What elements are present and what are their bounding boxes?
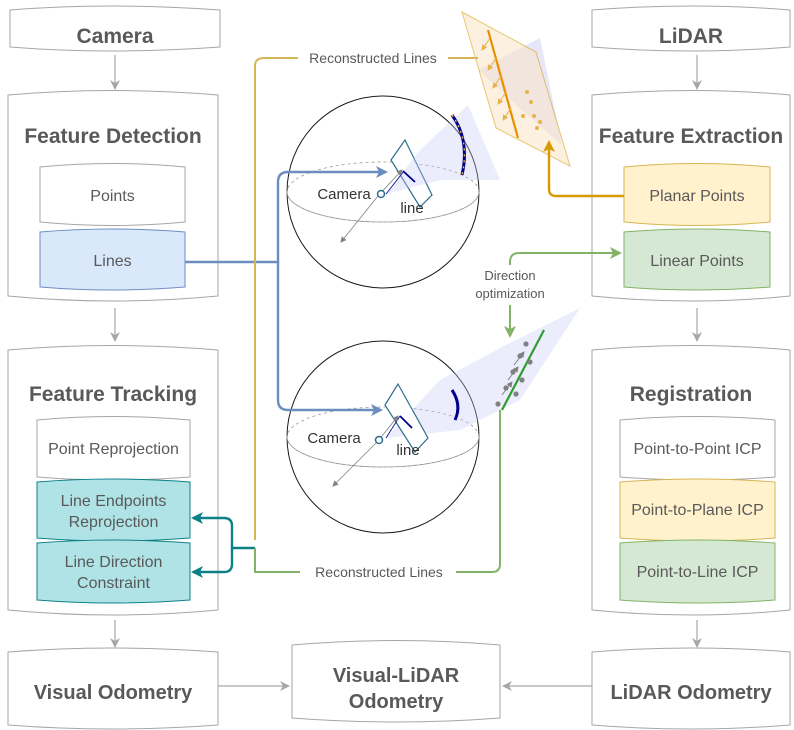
- feature-tracking-title: Feature Tracking: [28, 383, 198, 406]
- camera-label-top: Camera: [317, 185, 371, 203]
- top-projection-plane: [340, 105, 500, 243]
- linear-points-label: Linear Points: [650, 252, 744, 270]
- top-camera-center: [376, 189, 386, 199]
- connector-reconstructed-bottom-left: [254, 548, 300, 573]
- line-direction-label-1: Line Direction: [64, 554, 163, 571]
- top-image-plane: [390, 138, 433, 208]
- point-to-plane-label: Point-to-Plane ICP: [631, 501, 764, 519]
- lidar-odometry-title: LiDAR Odometry: [610, 681, 772, 704]
- line-direction-label: Line Direction Constraint: [37, 547, 190, 599]
- line-label-top: line: [400, 199, 424, 217]
- bottom-image-plane: [384, 382, 429, 453]
- planar-points-label: Planar Points: [649, 187, 745, 205]
- line-label-bottom: line: [396, 441, 420, 459]
- registration-title: Registration: [629, 383, 753, 406]
- bottom-camera-center: [374, 435, 384, 445]
- visual-odometry-title: Visual Odometry: [33, 681, 193, 704]
- connector-reconstructed-top-left: [254, 57, 300, 540]
- line-endpoints-label: Line Endpoints Reprojection: [37, 486, 190, 538]
- camera-label-bottom: Camera: [307, 429, 361, 447]
- arrow-to-line-direction: [191, 548, 234, 578]
- point-to-line-label: Point-to-Line ICP: [636, 563, 759, 581]
- arrow-lines-to-top-sphere: [185, 166, 388, 264]
- camera-box: [9, 5, 221, 52]
- feature-extraction-title: Feature Extraction: [598, 125, 784, 148]
- lidar-plane: [461, 10, 571, 167]
- lidar-box: [591, 5, 791, 52]
- lidar-title: LiDAR: [658, 25, 724, 48]
- points-label: Points: [90, 187, 135, 205]
- lidar-odometry-box: [591, 647, 791, 730]
- connector-reconstructed-bottom-right: [456, 410, 501, 573]
- camera-title: Camera: [76, 25, 154, 48]
- line-endpoints-label-2: Reprojection: [68, 514, 159, 531]
- visual-lidar-odometry-title: Visual-LiDAR Odometry: [292, 660, 500, 718]
- point-to-point-label: Point-to-Point ICP: [633, 440, 762, 458]
- point-reprojection-label: Point Reprojection: [48, 440, 179, 458]
- direction-label-2: optimization: [475, 286, 545, 301]
- direction-optimization-label: Direction optimization: [460, 266, 560, 304]
- arrow-direction-to-linear: [509, 247, 622, 265]
- visual-odometry-box: [7, 647, 219, 730]
- point-to-line-box: [619, 539, 776, 604]
- arrow-planar-to-plane: [543, 140, 624, 198]
- lines-label: Lines: [93, 252, 132, 270]
- planar-points-box: [623, 163, 771, 226]
- bottom-projection-plane: [332, 308, 580, 487]
- points-box: [39, 163, 186, 226]
- fusion-title-2: Odometry: [348, 691, 444, 713]
- fusion-title-1: Visual-LiDAR: [332, 665, 460, 687]
- linear-points-box: [623, 228, 771, 291]
- reconstructed-lines-bottom: Reconstructed Lines: [302, 562, 456, 582]
- arrow-to-line-endpoints: [191, 512, 255, 550]
- reconstructed-lines-top: Reconstructed Lines: [298, 48, 448, 68]
- line-endpoints-label-1: Line Endpoints: [60, 493, 167, 510]
- line-direction-label-2: Constraint: [77, 575, 150, 592]
- arrow-lines-to-bottom-sphere: [276, 262, 383, 416]
- direction-label-1: Direction: [484, 268, 536, 283]
- line-direction-box: [36, 539, 191, 604]
- lines-box: [39, 228, 186, 291]
- visual-lidar-odometry-box: [291, 640, 501, 723]
- feature-detection-title: Feature Detection: [24, 125, 202, 148]
